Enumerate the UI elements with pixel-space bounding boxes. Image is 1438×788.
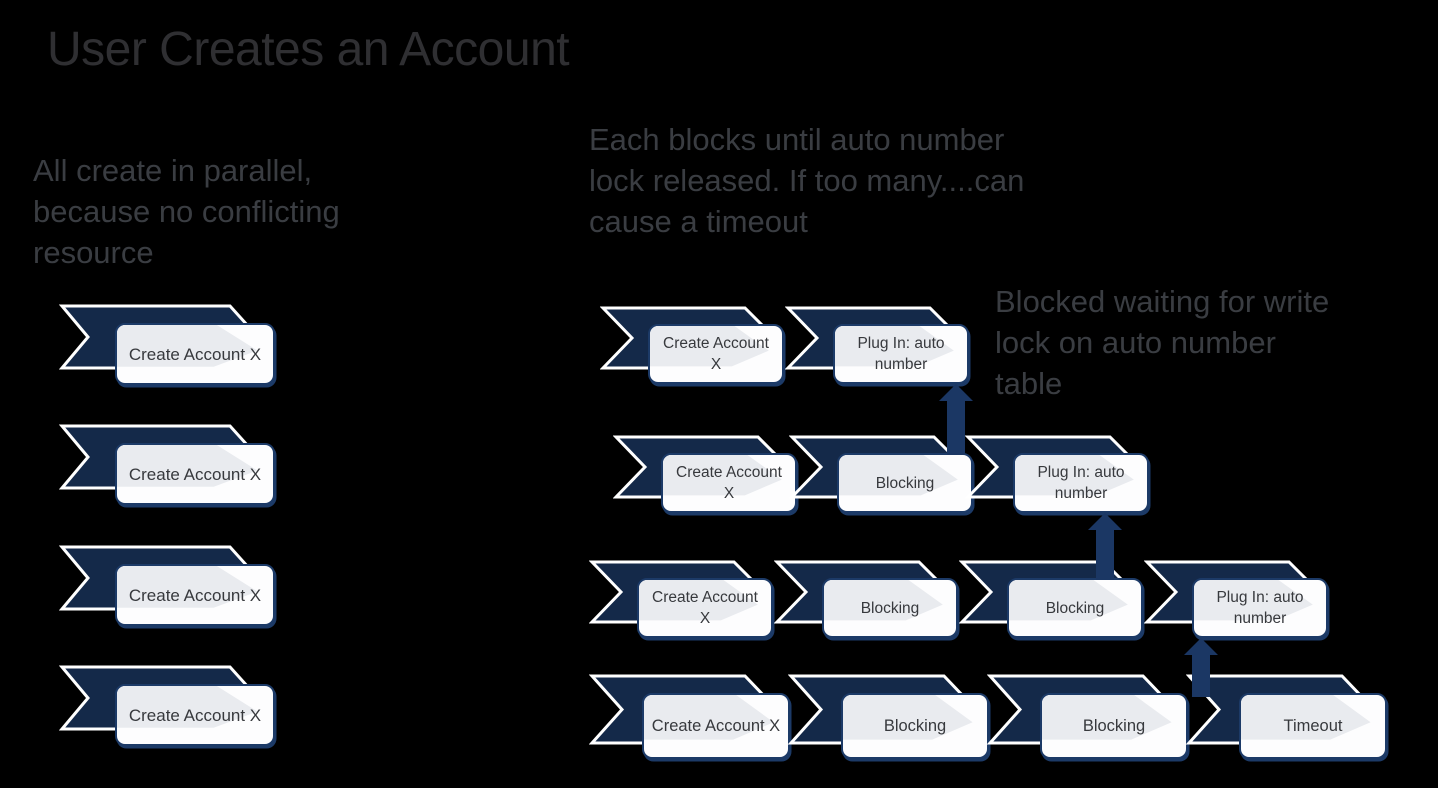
process-label-box: Blocking: [822, 578, 958, 638]
note-parallel: All create in parallel, because no confl…: [33, 150, 340, 273]
process-label: Create Account X: [651, 716, 781, 735]
process-label-box: Blocking: [841, 693, 989, 759]
process-label-box: Create Account X: [637, 578, 773, 638]
process-label: Create Account X: [128, 585, 262, 605]
process-label-box: Create Account X: [648, 324, 784, 384]
process-label: Timeout: [1283, 716, 1343, 735]
note-line: cause a timeout: [589, 204, 808, 239]
process-label: Create Account X: [128, 344, 262, 364]
process-label-box: Create Account X: [642, 693, 790, 759]
note-line: lock on auto number: [995, 325, 1276, 360]
process-label-box: Create Account X: [115, 564, 275, 626]
process-label-box: Create Account X: [115, 684, 275, 746]
process-label-box: Create Account X: [661, 453, 797, 513]
process-label: Create Account X: [128, 464, 262, 484]
process-label: Blocking: [1045, 599, 1105, 617]
note-blocked-waiting: Blocked waiting for write lock on auto n…: [995, 281, 1329, 404]
slide-title: User Creates an Account: [47, 23, 570, 76]
process-label-box: Blocking: [1040, 693, 1188, 759]
process-label-box: Blocking: [837, 453, 973, 513]
process-label: Plug In: auto number: [857, 335, 945, 373]
note-line: All create in parallel,: [33, 153, 313, 188]
process-label: Blocking: [860, 599, 920, 617]
note-line: because no conflicting: [33, 194, 340, 229]
process-label-box: Timeout: [1239, 693, 1387, 759]
process-label-box: Plug In: auto number: [1013, 453, 1149, 513]
note-line: Blocked waiting for write: [995, 284, 1330, 319]
note-line: table: [995, 366, 1063, 401]
process-label: Plug In: auto number: [1037, 464, 1125, 502]
process-label-box: Create Account X: [115, 323, 275, 385]
process-label: Create Account X: [676, 464, 782, 502]
process-label: Plug In: auto number: [1216, 589, 1304, 627]
note-line: resource: [33, 235, 154, 270]
process-label-box: Plug In: auto number: [833, 324, 969, 384]
process-label-box: Plug In: auto number: [1192, 578, 1328, 638]
process-label: Create Account X: [663, 335, 769, 373]
process-label: Blocking: [883, 716, 947, 735]
process-label: Blocking: [875, 474, 935, 492]
process-label: Create Account X: [128, 705, 262, 725]
process-label-box: Create Account X: [115, 443, 275, 505]
process-label: Blocking: [1082, 716, 1146, 735]
process-label: Create Account X: [652, 589, 758, 627]
note-blocks-timeout: Each blocks until auto number lock relea…: [589, 119, 1024, 242]
note-line: Each blocks until auto number: [589, 122, 1005, 157]
note-line: lock released. If too many....can: [589, 163, 1025, 198]
process-label-box: Blocking: [1007, 578, 1143, 638]
